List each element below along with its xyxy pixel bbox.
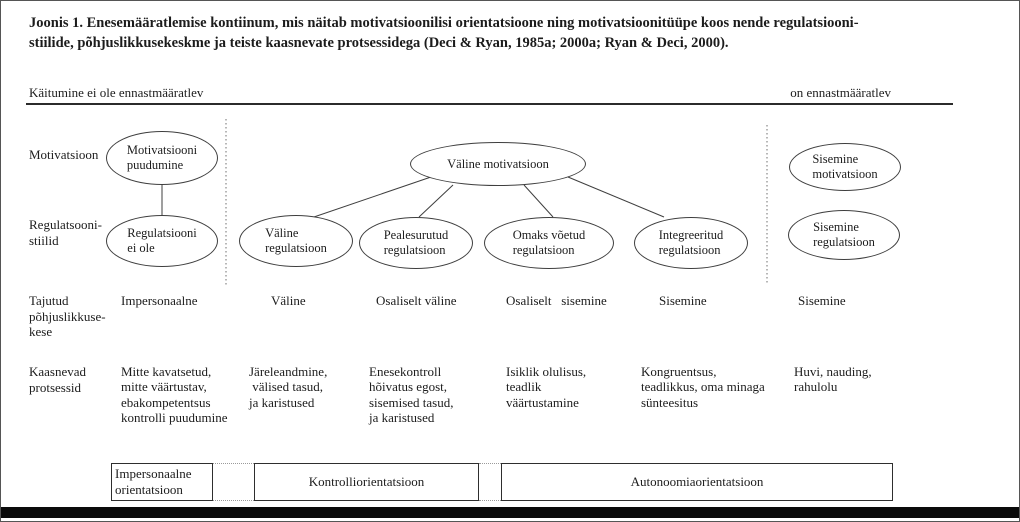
orientation-gap-1	[213, 463, 254, 501]
node-amotivation: Motivatsiooni puudumine	[106, 131, 218, 185]
process-cell-6: Huvi, nauding, rahulolu	[794, 364, 872, 395]
row-label-regulation-styles: Regulatsooni- stiilid	[29, 217, 102, 248]
node-intrinsic-motivation-label: Sisemine motivatsioon	[812, 152, 878, 181]
locus-cell-internal: Sisemine	[659, 293, 707, 308]
continuum-axis-line	[26, 103, 953, 105]
node-non-regulation-label: Regulatsiooni ei ole	[127, 226, 197, 255]
continuum-label-right: on ennastmääratlev	[790, 85, 891, 100]
node-external-regulation: Väline regulatsioon	[239, 215, 353, 267]
locus-cell-somewhat-internal: Osaliselt sisemine	[506, 293, 607, 308]
node-amotivation-label: Motivatsiooni puudumine	[126, 143, 198, 172]
orientation-box-autonomy: Autonoomiaorientatsioon	[501, 463, 893, 501]
node-identified-regulation: Omaks võetud regulatsioon	[484, 217, 614, 269]
continuum-label-left: Käitumine ei ole ennastmääratlev	[29, 85, 204, 100]
row-label-motivation: Motivatsioon	[29, 147, 99, 162]
row-label-processes: Kaasnevad protsessid	[29, 364, 87, 395]
locus-cell-somewhat-external: Osaliselt väline	[376, 293, 457, 308]
node-external-regulation-label: Väline regulatsioon	[265, 226, 327, 255]
orientation-gap-2	[479, 463, 501, 501]
orientation-box-control: Kontrolliorientatsioon	[254, 463, 479, 501]
orientation-box-impersonal: Impersonaalne orientatsioon	[111, 463, 213, 501]
orientation-box-control-label: Kontrolliorientatsioon	[308, 473, 425, 489]
process-cell-4: Isiklik olulisus, teadlik väärtustamine	[506, 364, 587, 410]
node-intrinsic-motivation: Sisemine motivatsioon	[789, 143, 901, 191]
node-integrated-regulation-label: Integreeritud regulatsioon	[658, 228, 724, 257]
node-introjected-regulation-label: Pealesurutud regulatsioon	[383, 228, 449, 257]
node-introjected-regulation: Pealesurutud regulatsioon	[359, 217, 473, 269]
node-extrinsic-motivation-label: Väline motivatsioon	[447, 156, 549, 171]
process-cell-5: Kongruentsus, teadlikkus, oma minaga sün…	[641, 364, 765, 410]
node-intrinsic-regulation: Sisemine regulatsioon	[788, 210, 900, 260]
node-extrinsic-motivation: Väline motivatsioon	[410, 142, 586, 186]
node-identified-regulation-label: Omaks võetud regulatsioon	[512, 228, 586, 257]
row-label-perceived-locus: Tajutud põhjuslikkuse- kese	[29, 293, 106, 340]
node-intrinsic-regulation-label: Sisemine regulatsioon	[813, 220, 875, 249]
process-cell-3: Enesekontroll hõivatus egost, sisemised …	[369, 364, 454, 425]
process-cell-2: Järeleandmine, välised tasud, ja karistu…	[249, 364, 328, 410]
bottom-bar	[1, 507, 1019, 518]
locus-cell-external: Väline	[271, 293, 306, 308]
orientation-box-impersonal-label: Impersonaalne orientatsioon	[115, 465, 192, 497]
locus-cell-internal-intrinsic: Sisemine	[798, 293, 846, 308]
locus-cell-impersonal: Impersonaalne	[121, 293, 198, 308]
figure-caption: Joonis 1. Enesemääratlemise kontiinum, m…	[29, 15, 859, 51]
process-cell-1: Mitte kavatsetud, mitte väärtustav, ebak…	[121, 364, 228, 425]
orientation-box-autonomy-label: Autonoomiaorientatsioon	[630, 473, 764, 489]
node-integrated-regulation: Integreeritud regulatsioon	[634, 217, 748, 269]
node-non-regulation: Regulatsiooni ei ole	[106, 215, 218, 267]
